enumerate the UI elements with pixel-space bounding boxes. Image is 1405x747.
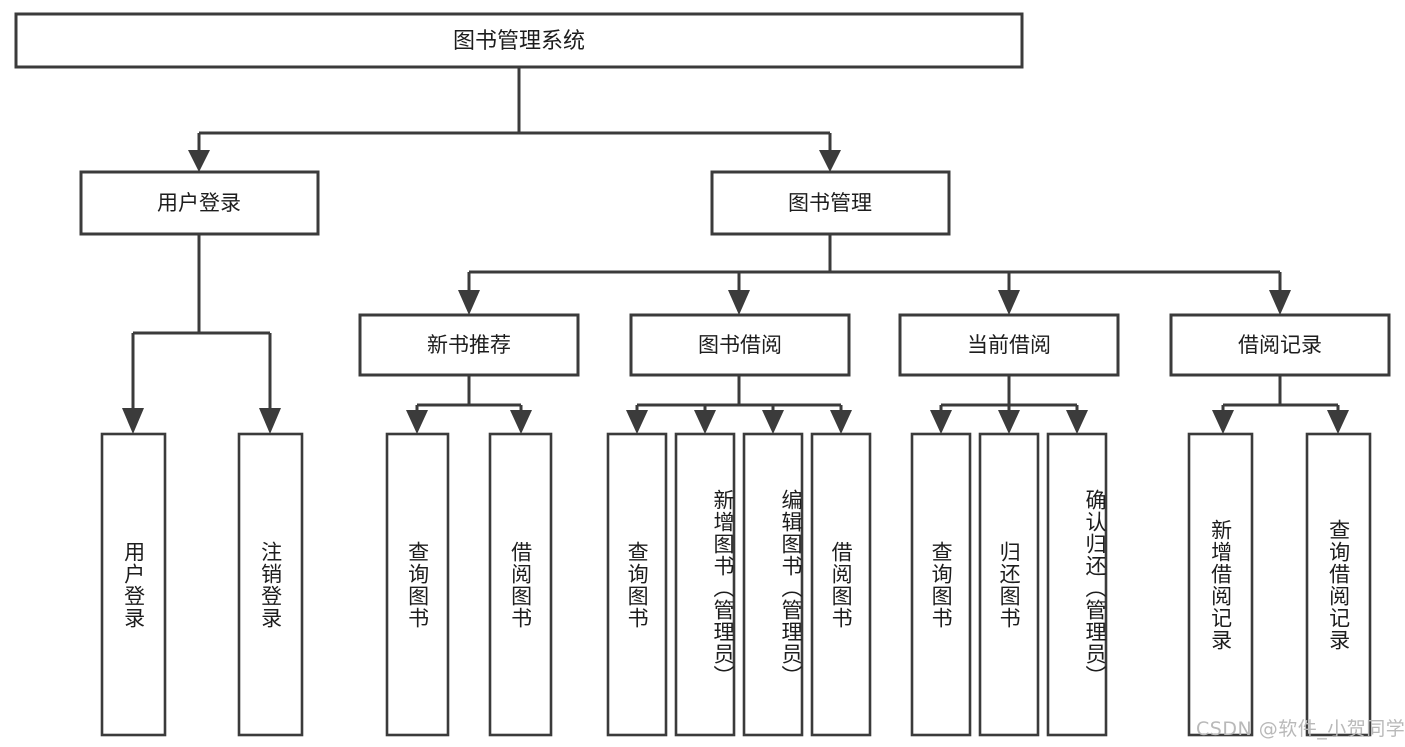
node-book-manage-label: 图书管理 bbox=[788, 191, 872, 215]
node-current-borrow-box[interactable] bbox=[898, 313, 1120, 377]
node-book-borrow-label: 图书借阅 bbox=[698, 333, 782, 357]
node-new-book-recommend-label: 新书推荐 bbox=[427, 333, 511, 357]
node-book-manage-box[interactable] bbox=[710, 170, 951, 236]
arrowhead-icon-leaf-bb-4 bbox=[830, 410, 852, 434]
leaf-box-user-login-2[interactable] bbox=[237, 432, 304, 737]
leaf-box-book-borrow-1[interactable] bbox=[606, 432, 668, 737]
arrowhead-icon-borrowrecord bbox=[1269, 290, 1291, 315]
arrowhead-icon-leaf-bb-1 bbox=[626, 410, 648, 434]
node-book-borrow-box[interactable] bbox=[629, 313, 851, 377]
leaf-box-current-borrow-3[interactable] bbox=[1046, 432, 1108, 737]
leaf-box-borrow-record-1[interactable] bbox=[1187, 432, 1254, 737]
node-borrow-record[interactable]: 借阅记录 bbox=[1169, 313, 1391, 377]
arrowhead-icon-newbook bbox=[458, 290, 480, 315]
arrowhead-icon-leaf-ul-1 bbox=[122, 408, 144, 434]
arrowhead-icon-leaf-cb-2 bbox=[998, 410, 1020, 434]
leaf-box-current-borrow-2[interactable] bbox=[978, 432, 1040, 737]
arrowhead-icon-leaf-br-2 bbox=[1327, 410, 1349, 434]
leaf-box-book-borrow-4[interactable] bbox=[810, 432, 872, 737]
node-new-book-recommend-box[interactable] bbox=[358, 313, 580, 377]
leaf-box-book-borrow-3[interactable] bbox=[742, 432, 804, 737]
arrowhead-icon-leaf-ul-2 bbox=[259, 408, 281, 434]
node-current-borrow[interactable]: 当前借阅 bbox=[898, 313, 1120, 377]
node-borrow-record-label: 借阅记录 bbox=[1238, 333, 1322, 357]
node-root[interactable]: 图书管理系统 bbox=[14, 12, 1024, 69]
node-root-label: 图书管理系统 bbox=[453, 29, 585, 54]
node-user-login-label: 用户登录 bbox=[157, 191, 241, 215]
arrowhead-icon-leaf-bb-2 bbox=[694, 410, 716, 434]
arrowhead-icon-currentborrow bbox=[998, 290, 1020, 315]
node-user-login[interactable]: 用户登录 bbox=[79, 170, 320, 236]
arrowhead-group bbox=[122, 150, 1349, 434]
leaf-box-book-borrow-2[interactable] bbox=[674, 432, 736, 737]
node-user-login-box[interactable] bbox=[79, 170, 320, 236]
leaf-box-group bbox=[100, 432, 1372, 737]
node-book-manage[interactable]: 图书管理 bbox=[710, 170, 951, 236]
node-current-borrow-label: 当前借阅 bbox=[967, 333, 1051, 357]
leaf-box-user-login-1[interactable] bbox=[100, 432, 167, 737]
arrowhead-icon-leaf-cb-3 bbox=[1066, 410, 1088, 434]
leaf-box-current-borrow-1[interactable] bbox=[910, 432, 972, 737]
leaf-box-borrow-record-2[interactable] bbox=[1305, 432, 1372, 737]
arrowhead-icon-leaf-br-1 bbox=[1212, 410, 1234, 434]
node-new-book-recommend[interactable]: 新书推荐 bbox=[358, 313, 580, 377]
arrowhead-icon-leaf-bb-3 bbox=[762, 410, 784, 434]
leaf-box-new-book-2[interactable] bbox=[488, 432, 553, 737]
arrowhead-icon-leaf-nb-2 bbox=[510, 410, 532, 434]
arrowhead-icon-userlogin bbox=[188, 150, 210, 172]
arrowhead-icon-leaf-nb-1 bbox=[406, 410, 428, 434]
arrowhead-icon-bookmanage bbox=[819, 150, 841, 172]
csdn-watermark: CSDN @软件_小贺同学 bbox=[1196, 718, 1405, 740]
leaf-box-new-book-1[interactable] bbox=[385, 432, 450, 737]
node-root-box[interactable] bbox=[14, 12, 1024, 69]
arrowhead-icon-leaf-cb-1 bbox=[930, 410, 952, 434]
node-book-borrow[interactable]: 图书借阅 bbox=[629, 313, 851, 377]
arrowhead-icon-bookborrow bbox=[728, 290, 750, 315]
node-borrow-record-box[interactable] bbox=[1169, 313, 1391, 377]
